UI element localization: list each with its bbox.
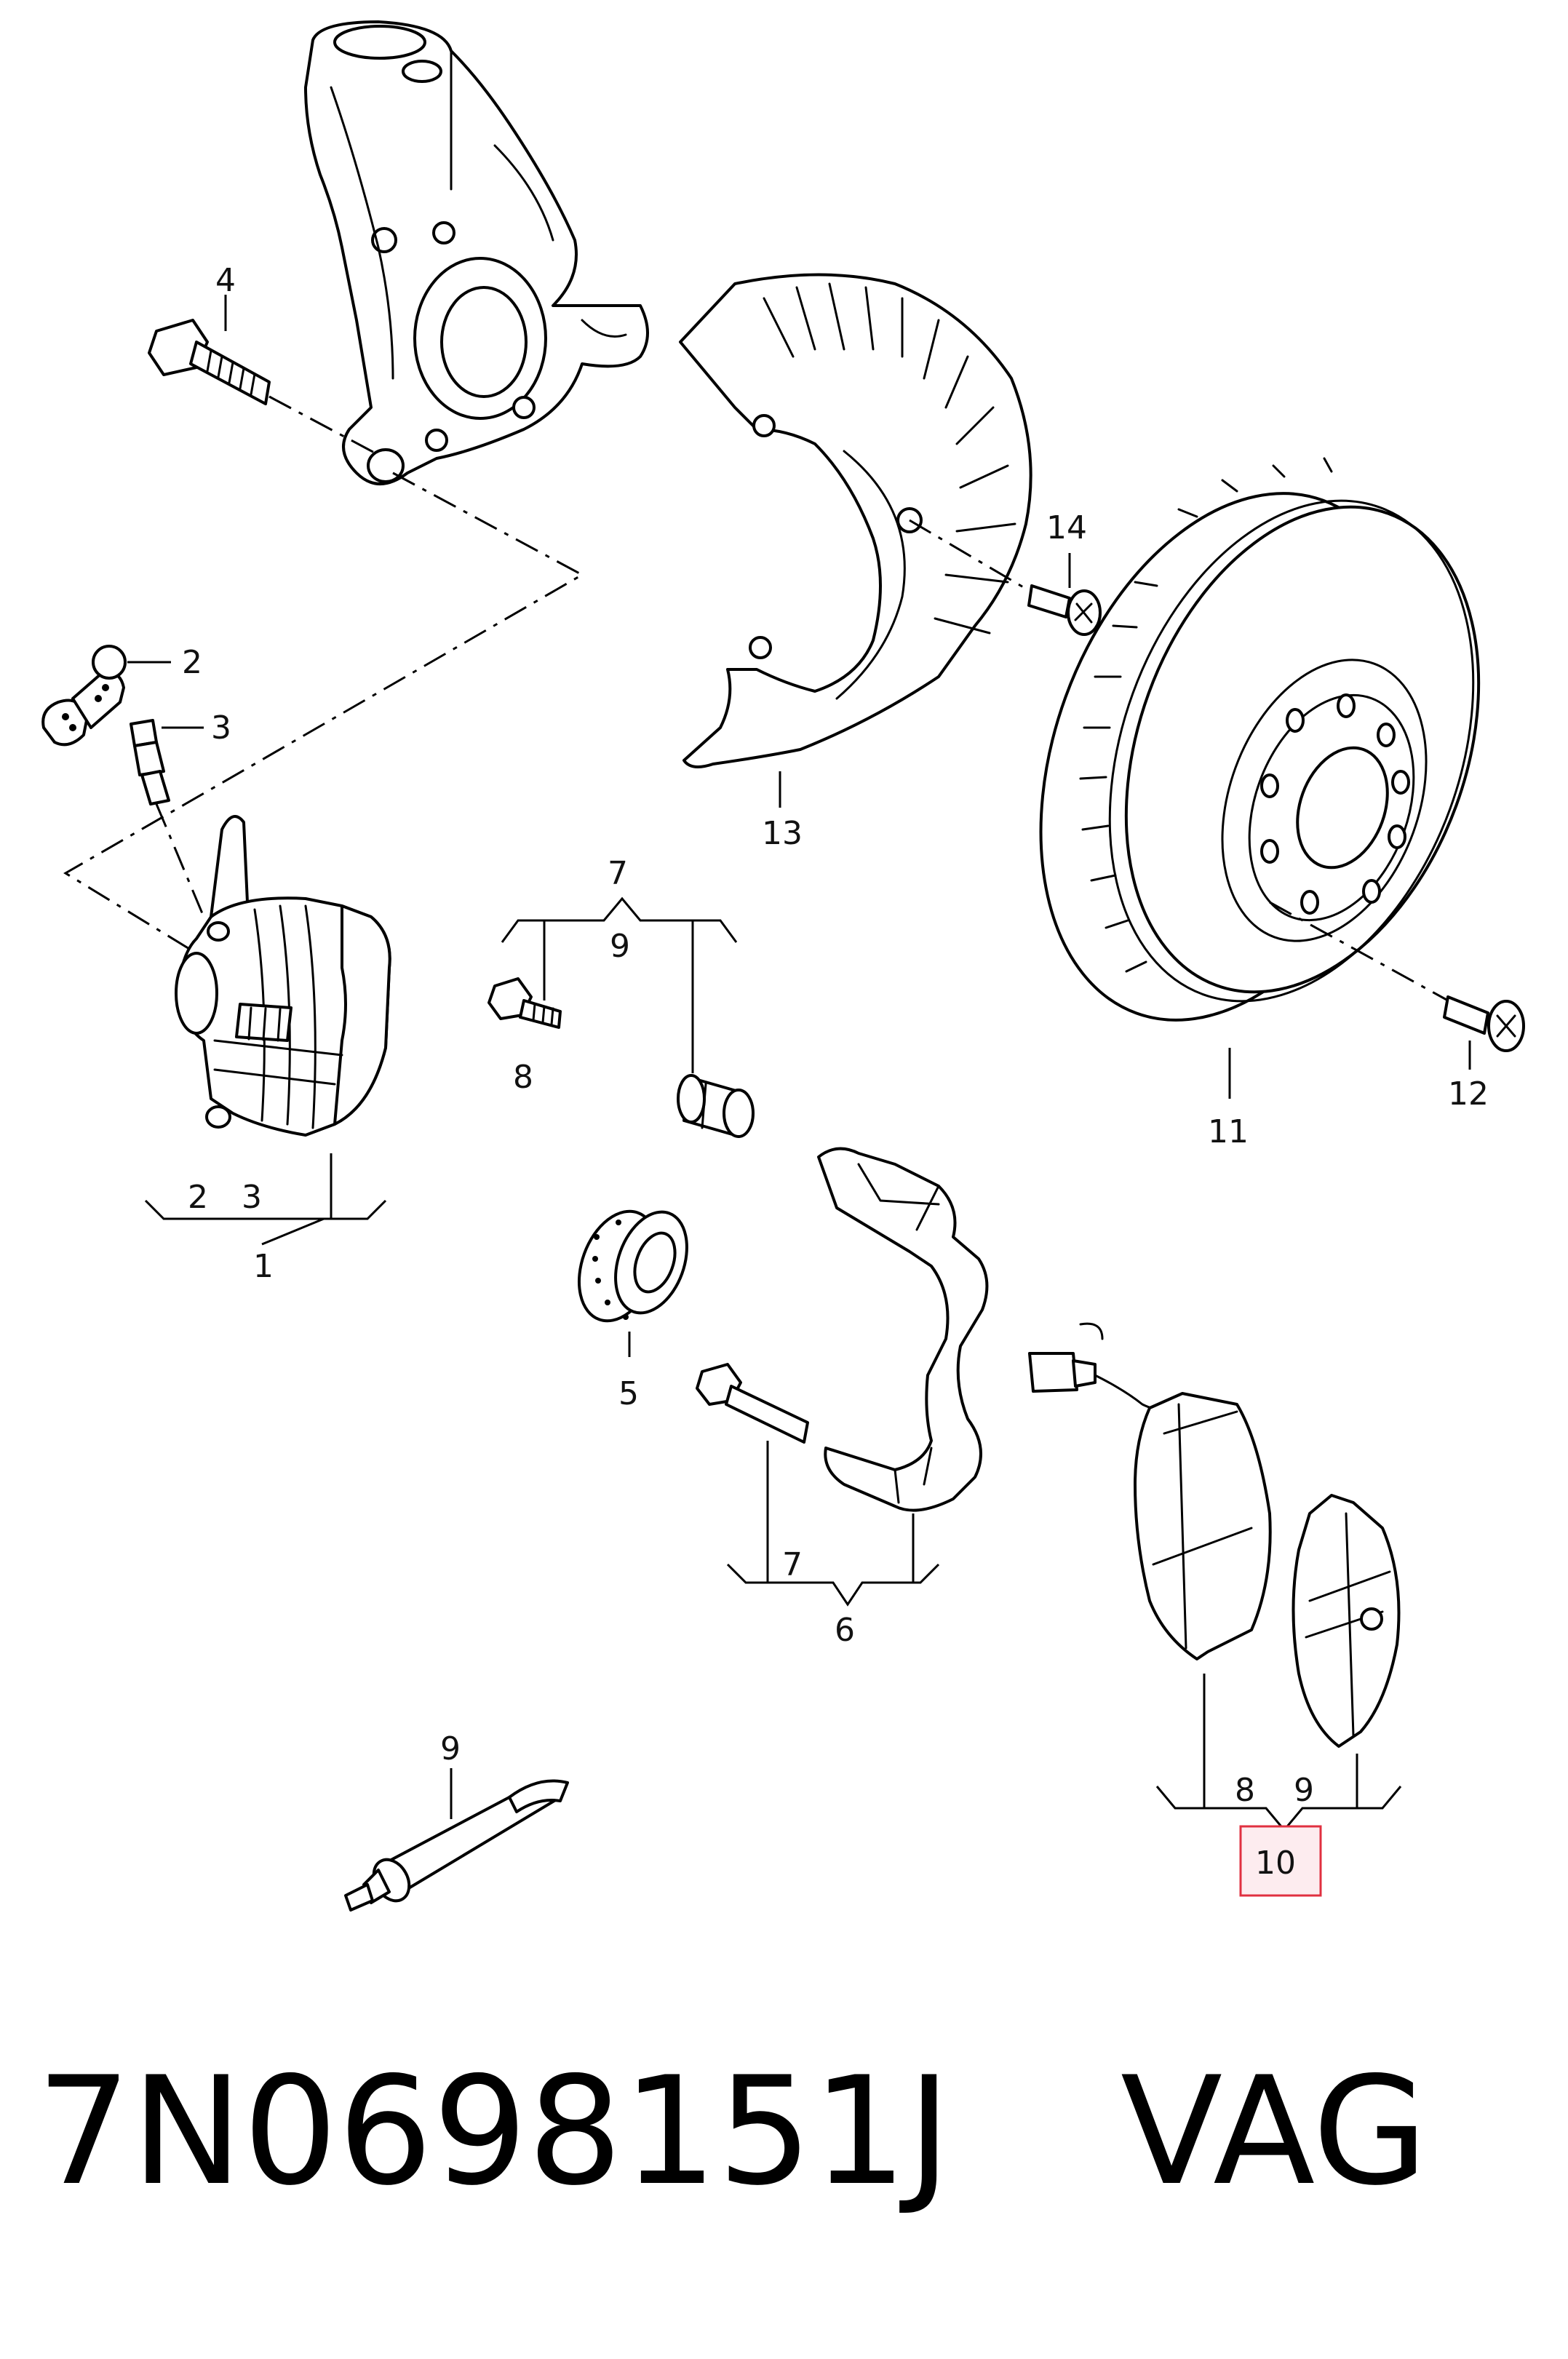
callout-11: 11 [1208,1113,1249,1150]
callout-2-top: 2 [182,644,202,681]
callout-7-bottom: 7 [782,1546,803,1583]
dash-3 [155,803,205,918]
callout-8-mid: 8 [513,1059,533,1096]
screw-14 [1027,584,1102,636]
bracket-10 [1155,1786,1402,1832]
callout-12: 12 [1448,1075,1489,1113]
part-number: 7N0698151J [36,2045,952,2219]
splash-shield [679,273,1032,768]
callout-4: 4 [215,262,236,299]
guide-bolt-8 [487,977,562,1029]
callout-5: 5 [618,1375,639,1412]
callout-7-top: 7 [608,855,628,892]
highlight-box-10 [1239,1825,1322,1897]
bracket-6 [726,1563,940,1607]
brake-caliper [175,815,391,1137]
dash-guide-knuckle [63,472,585,955]
dash-12 [1269,901,1449,1002]
bracket-7-top [501,896,738,943]
caliper-carrier-6 [817,1147,989,1512]
screw-12 [1443,995,1525,1052]
guide-pin-7 [696,1363,809,1444]
brake-disc [1039,457,1481,1022]
callout-8-pad: 8 [1235,1772,1255,1809]
callout-13: 13 [762,815,803,852]
bleeder-screw-3 [130,719,170,805]
brand-name: VAG [1121,2045,1428,2219]
callout-10: 10 [1255,1845,1296,1882]
callout-14: 14 [1046,509,1087,546]
callout-6: 6 [835,1612,855,1649]
wear-sensor [1028,1322,1191,1411]
wheel-bearing-5 [577,1209,688,1323]
brake-pad-9 [1292,1494,1401,1748]
callout-3-top: 3 [211,709,231,747]
callout-9-tube: 9 [440,1730,461,1767]
callout-9-pad: 9 [1294,1772,1314,1809]
callout-9-mid: 9 [610,928,630,965]
callout-2-bracket: 2 [188,1179,208,1216]
brake-pad-8 [1134,1392,1272,1660]
bracket-1 [144,1199,387,1246]
callout-3-bracket: 3 [242,1179,262,1216]
bleeder-cap-2 [41,645,127,747]
grease-tube-9 [344,1779,569,1912]
callout-1: 1 [253,1248,274,1285]
guide-sleeve-9 [677,1074,755,1138]
dash-14 [909,519,1034,594]
dash-4 [268,395,379,456]
steering-knuckle [304,20,649,485]
hex-bolt-4 [148,319,271,405]
